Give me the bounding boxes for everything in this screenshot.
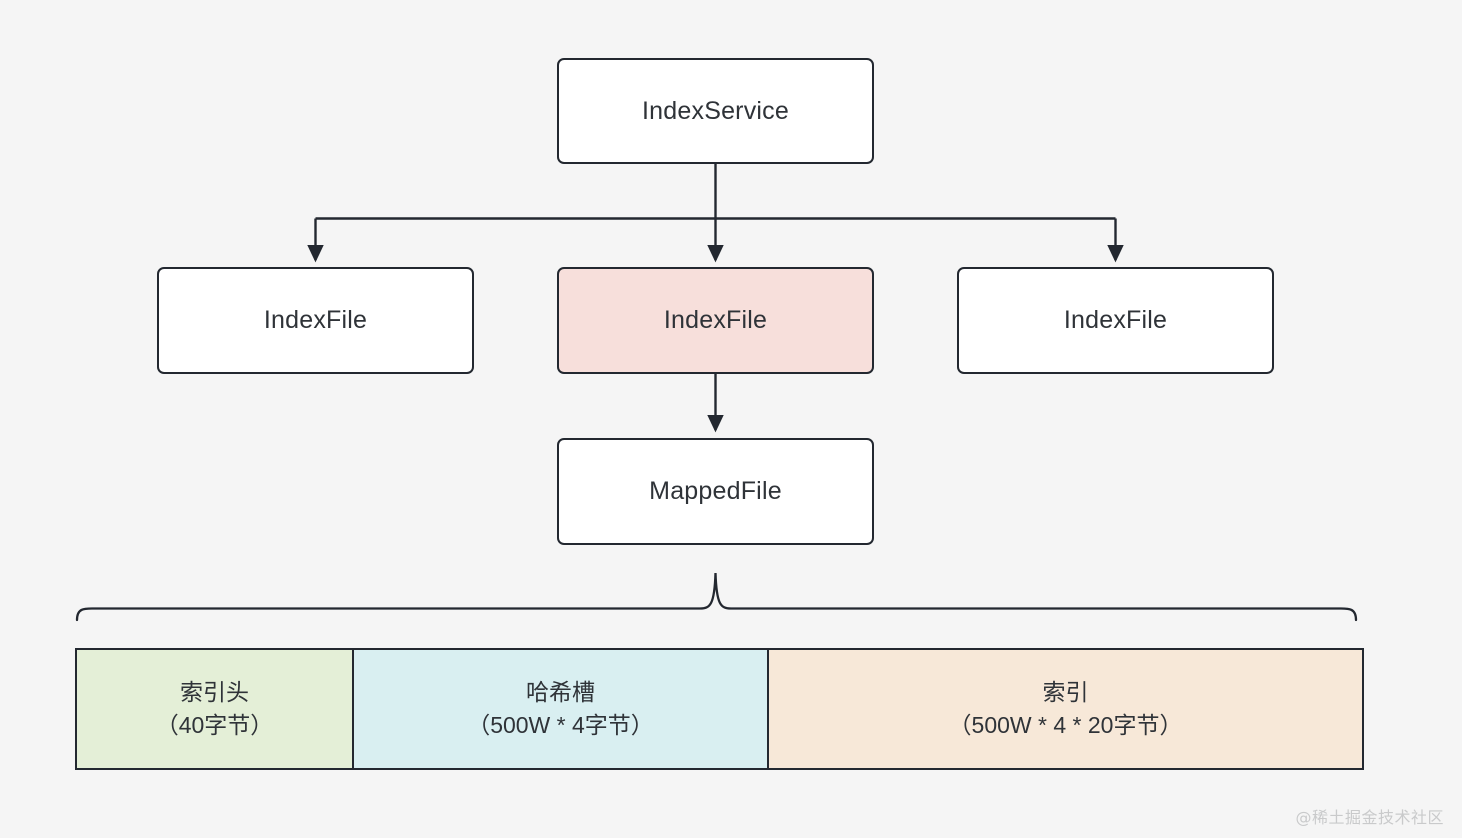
node-indexservice[interactable]: IndexService	[557, 58, 874, 164]
node-indexfile-left-label: IndexFile	[263, 306, 368, 334]
segment-hash-slot-name: 哈希槽	[526, 679, 595, 706]
node-indexfile-right-label: IndexFile	[1063, 306, 1168, 334]
watermark: @稀土掘金技术社区	[1295, 808, 1444, 827]
node-mappedfile[interactable]: MappedFile	[557, 438, 874, 545]
node-mappedfile-label: MappedFile	[649, 477, 782, 505]
segment-index-header-detail: （40字节）	[155, 712, 274, 738]
node-indexfile-center-label: IndexFile	[663, 306, 768, 334]
segment-hash-slot[interactable]: 哈希槽 （500W * 4字节）	[352, 648, 769, 770]
segment-index-header[interactable]: 索引头 （40字节）	[75, 648, 354, 770]
node-indexfile-right[interactable]: IndexFile	[957, 267, 1274, 374]
curly-brace	[75, 572, 1358, 622]
node-indexservice-label: IndexService	[642, 96, 789, 125]
segment-index-entries[interactable]: 索引 （500W * 4 * 20字节）	[767, 648, 1364, 770]
node-indexfile-left[interactable]: IndexFile	[157, 267, 474, 374]
segment-index-entries-name: 索引	[1042, 679, 1089, 706]
segment-hash-slot-detail: （500W * 4字节）	[467, 712, 654, 738]
segment-index-entries-detail: （500W * 4 * 20字节）	[948, 712, 1183, 738]
node-indexfile-center[interactable]: IndexFile	[557, 267, 874, 374]
segment-index-header-name: 索引头	[180, 679, 249, 706]
